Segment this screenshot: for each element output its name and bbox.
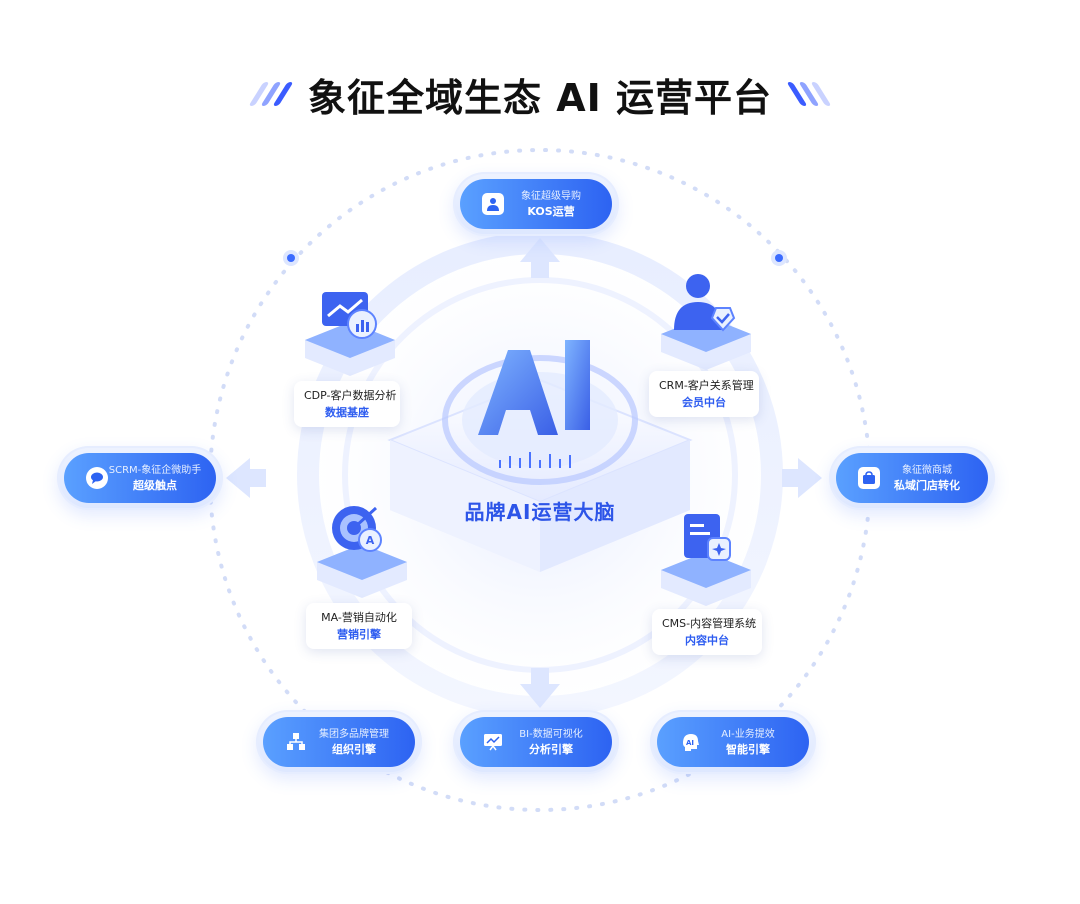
cdp-label-main: 数据基座 bbox=[304, 404, 390, 421]
pill-mall-main: 私域门店转化 bbox=[880, 478, 974, 494]
center-platform bbox=[380, 310, 700, 590]
chart-monitor-icon bbox=[300, 288, 400, 378]
cdp-label: CDP-客户数据分析 数据基座 bbox=[294, 381, 400, 427]
crm-label-sub: CRM-客户关系管理 bbox=[659, 377, 749, 394]
pill-bi: BI-数据可视化 分析引擎 bbox=[453, 710, 619, 774]
pill-scrm-main: 超级触点 bbox=[108, 478, 202, 494]
person-icon bbox=[482, 193, 504, 215]
pill-kos: 象征超级导购 KOS运营 bbox=[453, 172, 619, 236]
cms-label-main: 内容中台 bbox=[662, 632, 752, 649]
pill-bi-sub: BI-数据可视化 bbox=[504, 727, 598, 742]
org-chart-icon bbox=[285, 731, 307, 753]
svg-text:AI: AI bbox=[686, 739, 694, 747]
presentation-icon bbox=[482, 731, 504, 753]
pill-bi-main: 分析引擎 bbox=[504, 742, 598, 758]
user-shield-icon bbox=[656, 272, 756, 372]
pill-mall: 象征微商城 私域门店转化 bbox=[829, 446, 995, 510]
svg-text:A: A bbox=[366, 534, 375, 547]
ai-head-icon: AI bbox=[679, 731, 701, 753]
pill-scrm-sub: SCRM-象征企微助手 bbox=[108, 463, 202, 478]
pill-org: 集团多品牌管理 组织引擎 bbox=[256, 710, 422, 774]
shopping-bag-icon bbox=[858, 467, 880, 489]
pill-kos-sub: 象征超级导购 bbox=[504, 189, 598, 204]
ma-label: MA-营销自动化 营销引擎 bbox=[306, 603, 412, 649]
pill-kos-main: KOS运营 bbox=[504, 204, 598, 220]
ma-label-main: 营销引擎 bbox=[316, 626, 402, 643]
document-icon bbox=[656, 508, 756, 608]
pill-ai: AI AI-业务提效 智能引擎 bbox=[650, 710, 816, 774]
pill-org-sub: 集团多品牌管理 bbox=[307, 727, 401, 742]
pill-ai-sub: AI-业务提效 bbox=[701, 727, 795, 742]
cdp-label-sub: CDP-客户数据分析 bbox=[304, 387, 390, 404]
pill-org-main: 组织引擎 bbox=[307, 742, 401, 758]
chat-icon bbox=[86, 467, 108, 489]
center-brain-label: 品牌AI运营大脑 bbox=[430, 496, 650, 525]
ma-label-sub: MA-营销自动化 bbox=[316, 609, 402, 626]
crm-label: CRM-客户关系管理 会员中台 bbox=[649, 371, 759, 417]
crm-label-main: 会员中台 bbox=[659, 394, 749, 411]
cms-label-sub: CMS-内容管理系统 bbox=[662, 615, 752, 632]
pill-mall-sub: 象征微商城 bbox=[880, 463, 974, 478]
pill-ai-main: 智能引擎 bbox=[701, 742, 795, 758]
cms-label: CMS-内容管理系统 内容中台 bbox=[652, 609, 762, 655]
pill-scrm: SCRM-象征企微助手 超级触点 bbox=[57, 446, 223, 510]
target-icon: A bbox=[312, 500, 412, 600]
